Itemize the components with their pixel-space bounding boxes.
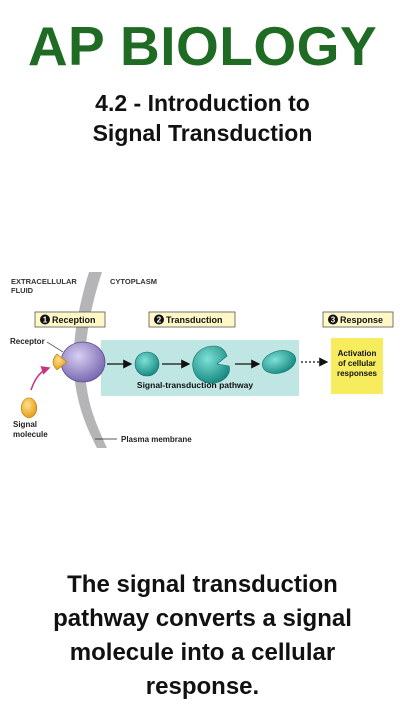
caption-line-2: pathway converts a signal <box>53 605 352 632</box>
caption-line-1: The signal transduction <box>67 571 338 598</box>
activation-line1: Activation <box>338 349 377 358</box>
relay-protein-3 <box>262 350 296 374</box>
receptor-label: Receptor <box>10 337 45 346</box>
subtitle-line-2: Signal Transduction <box>92 120 313 146</box>
bound-signal-molecule <box>52 353 68 371</box>
receptor-pointer <box>46 341 64 353</box>
step-1-text: Reception <box>52 315 96 325</box>
signal-label-line2: molecule <box>13 430 48 439</box>
membrane-label: Plasma membrane <box>121 435 192 444</box>
step-3-number: 3 <box>331 316 336 325</box>
activation-line3: responses <box>337 369 378 378</box>
receptor-protein <box>60 341 106 383</box>
step-2-text: Transduction <box>166 315 223 325</box>
caption: The signal transduction pathway converts… <box>0 568 405 704</box>
pathway-label: Signal-transduction pathway <box>137 380 253 390</box>
cytoplasm-label: CYTOPLASM <box>110 277 157 286</box>
step-2-number: 2 <box>157 316 162 325</box>
caption-line-4: response. <box>145 673 260 700</box>
free-signal-molecule <box>20 397 38 419</box>
page-subtitle: 4.2 - Introduction to Signal Transductio… <box>0 88 405 148</box>
subtitle-line-1: 4.2 - Introduction to <box>95 90 310 116</box>
page-title: AP BIOLOGY <box>27 15 378 77</box>
step-response-label: 3 Response <box>322 311 394 328</box>
relay-protein-2 <box>192 345 230 384</box>
extracellular-label-line1: EXTRACELLULAR <box>11 277 77 286</box>
signal-label-line1: Signal <box>13 420 37 429</box>
step-3-text: Response <box>340 315 383 325</box>
relay-protein-1 <box>134 351 160 377</box>
extracellular-label-line2: FLUID <box>11 286 34 295</box>
signal-transduction-diagram: EXTRACELLULAR FLUID CYTOPLASM 1 Receptio… <box>9 272 397 448</box>
caption-line-3: molecule into a cellular <box>69 639 336 666</box>
step-transduction-label: 2 Transduction <box>148 311 236 328</box>
step-1-number: 1 <box>43 316 48 325</box>
response-box <box>331 338 383 394</box>
step-reception-label: 1 Reception <box>34 311 106 328</box>
activation-line2: of cellular <box>338 359 376 368</box>
binding-arrow <box>30 366 51 391</box>
